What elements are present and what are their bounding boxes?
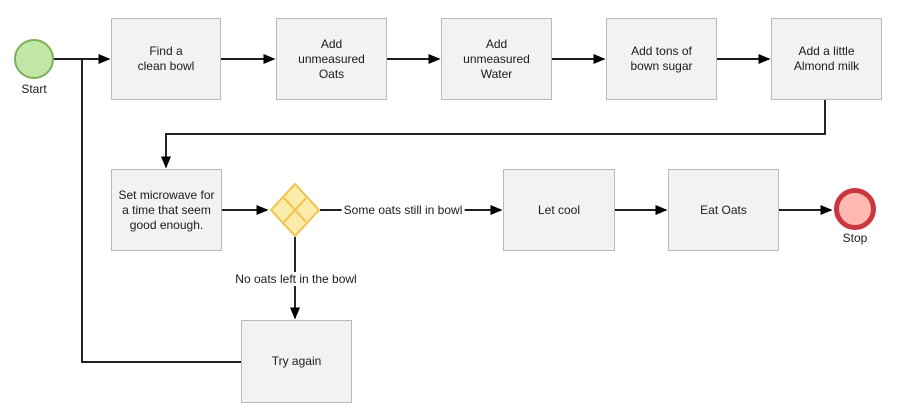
start-node-label: Start — [21, 82, 47, 96]
start-node[interactable] — [14, 39, 54, 79]
process-add-oats[interactable]: Add unmeasured Oats — [276, 18, 387, 100]
stop-node-label: Stop — [842, 231, 868, 245]
edge-try-again-to-start[interactable] — [81, 59, 241, 363]
process-eat-oats[interactable]: Eat Oats — [668, 169, 779, 251]
process-add-sugar[interactable]: Add tons of bown sugar — [606, 18, 717, 100]
process-add-water[interactable]: Add unmeasured Water — [441, 18, 552, 100]
process-microwave[interactable]: Set microwave for a time that seem good … — [111, 169, 222, 251]
edge-add-milk-to-microwave[interactable] — [161, 100, 826, 169]
process-find-bowl[interactable]: Find a clean bowl — [111, 18, 221, 100]
process-let-cool[interactable]: Let cool — [503, 169, 615, 251]
edge-label-some-oats[interactable]: Some oats still in bowl — [341, 203, 465, 217]
decision-diamond[interactable] — [270, 183, 320, 237]
process-try-again[interactable]: Try again — [241, 320, 352, 403]
edge-label-no-oats[interactable]: No oats left in the bowl — [233, 272, 359, 286]
process-add-milk[interactable]: Add a little Almond milk — [771, 18, 882, 100]
stop-node[interactable] — [834, 188, 876, 230]
